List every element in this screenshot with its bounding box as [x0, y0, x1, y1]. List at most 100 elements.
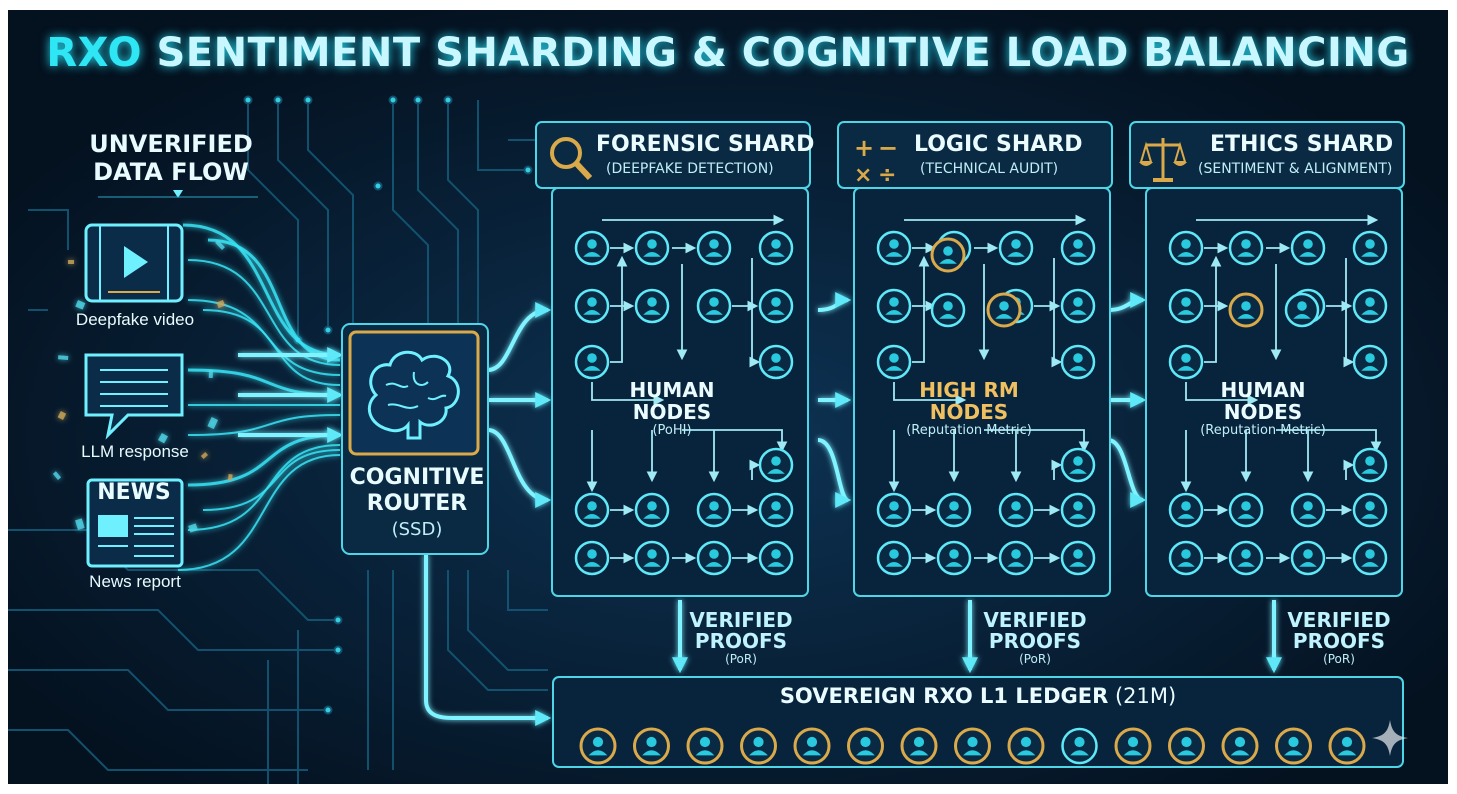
- human-node: [876, 230, 912, 266]
- circuit-pad: [273, 95, 283, 105]
- data-fragment: [228, 474, 233, 481]
- shard-center-ethics: HUMAN NODES (Reputation Metric): [1178, 379, 1348, 438]
- high-rm-node: [686, 727, 724, 765]
- proofs-ethics-line2: PROOFS: [1292, 629, 1386, 653]
- human-node: [1290, 492, 1326, 528]
- ledger-count: (21M): [1114, 684, 1177, 708]
- shard-center-ethics-line2: NODES: [1223, 400, 1303, 424]
- flow-stream: [202, 449, 341, 511]
- proofs-label-logic: VERIFIED PROOFS (PoR): [980, 610, 1090, 667]
- circuit-trace: [392, 100, 429, 330]
- human-node: [1228, 230, 1264, 266]
- human-node: [876, 288, 912, 324]
- diagram-graphics: +−×÷: [8, 10, 1448, 784]
- human-node: [1168, 540, 1204, 576]
- router-label: COGNITIVE ROUTER (SSD): [342, 465, 492, 543]
- circuit-trace: [247, 100, 299, 340]
- proofs-forensic-sub: (PoR): [725, 652, 757, 666]
- shard-body-box: [551, 187, 809, 597]
- human-node: [936, 540, 972, 576]
- flow-stream: [202, 309, 341, 386]
- human-node: [1061, 727, 1098, 765]
- shard-transfer-arrow: [1107, 438, 1147, 508]
- human-node: [1352, 344, 1388, 380]
- circuit-trace: [8, 609, 338, 651]
- human-node: [1168, 492, 1204, 528]
- node-link: [1051, 258, 1063, 368]
- high-rm-node: [954, 727, 991, 765]
- shard-transfer-arrow: [1107, 292, 1147, 312]
- human-node: [634, 492, 670, 528]
- human-node: [758, 344, 794, 380]
- human-node: [1352, 492, 1388, 528]
- router-sub: (SSD): [391, 519, 443, 540]
- circuit-trace: [417, 100, 459, 330]
- human-node: [1284, 292, 1320, 328]
- shard-title-ethics: ETHICS SHARD: [1210, 132, 1394, 157]
- human-node: [1060, 540, 1096, 576]
- human-node: [634, 288, 670, 324]
- shard-nodes: [574, 230, 1388, 765]
- human-node: [634, 230, 670, 266]
- down-caret-icon: [173, 190, 183, 198]
- diagram-canvas: +−×÷ RXO SENTIMENT SHARDING & COGNITIVE …: [8, 10, 1448, 784]
- data-fragment: [216, 300, 226, 309]
- human-node: [634, 540, 670, 576]
- data-fragment: [215, 240, 225, 250]
- proofs-logic-sub: (PoR): [1019, 652, 1051, 666]
- data-fragment: [207, 417, 218, 430]
- human-node: [1228, 492, 1264, 528]
- router-output-arrow: [487, 302, 552, 372]
- router-line1: COGNITIVE: [349, 465, 485, 490]
- magnifier-icon: [550, 137, 593, 181]
- human-node: [1352, 447, 1388, 483]
- node-link: [984, 429, 1090, 453]
- human-node: [1352, 288, 1388, 324]
- flow-stream: [182, 223, 341, 357]
- human-node: [1290, 540, 1326, 576]
- human-node: [758, 540, 794, 576]
- data-fragment: [75, 300, 86, 310]
- newspaper-icon: [86, 478, 184, 568]
- human-node: [1168, 288, 1204, 324]
- circuit-pad: [443, 95, 453, 105]
- node-link: [912, 255, 930, 363]
- shard-subtitle-ethics: (SENTIMENT & ALIGNMENT): [1198, 161, 1393, 177]
- shard-transfer-arrow: [817, 438, 852, 508]
- human-node: [758, 288, 794, 324]
- node-link: [1185, 382, 1259, 406]
- flow-stream: [177, 454, 341, 571]
- human-node: [696, 540, 732, 576]
- data-fragment: [158, 433, 169, 444]
- human-node: [696, 288, 732, 324]
- video-icon: [84, 223, 184, 303]
- shard-center-forensic-line1: HUMAN: [629, 378, 715, 402]
- human-node: [876, 492, 912, 528]
- shard-center-logic-line1: HIGH RM: [919, 378, 1019, 402]
- circuit-trace: [447, 100, 479, 330]
- shard-center-forensic-line2: NODES: [632, 400, 712, 424]
- flow-stream: [187, 433, 341, 487]
- proofs-label-ethics: VERIFIED PROOFS (PoR): [1284, 610, 1394, 667]
- proofs-ethics-sub: (PoR): [1323, 652, 1355, 666]
- svg-text:×: ×: [854, 163, 872, 188]
- node-link: [749, 258, 761, 368]
- circuit-pad: [413, 95, 423, 105]
- shard-body-box: [1145, 187, 1403, 597]
- data-fragment: [68, 260, 74, 264]
- circuit-pad: [323, 325, 333, 335]
- human-node: [574, 230, 610, 266]
- shard-center-ethics-line1: HUMAN: [1220, 378, 1306, 402]
- shard-subtitle-forensic: (DEEPFAKE DETECTION): [606, 161, 774, 177]
- title-brand: RXO: [46, 30, 143, 76]
- high-rm-node: [793, 727, 831, 765]
- human-node: [696, 492, 732, 528]
- shard-subtitle-logic: (TECHNICAL AUDIT): [920, 161, 1059, 177]
- circuit-pad: [373, 181, 383, 191]
- circuit-pad: [333, 645, 343, 655]
- high-rm-node: [900, 727, 938, 765]
- human-node: [1060, 288, 1096, 324]
- ledger-title: SOVEREIGN RXO L1 LEDGER: [779, 684, 1109, 708]
- circuit-trace: [507, 570, 548, 611]
- circuit-pad: [303, 95, 313, 105]
